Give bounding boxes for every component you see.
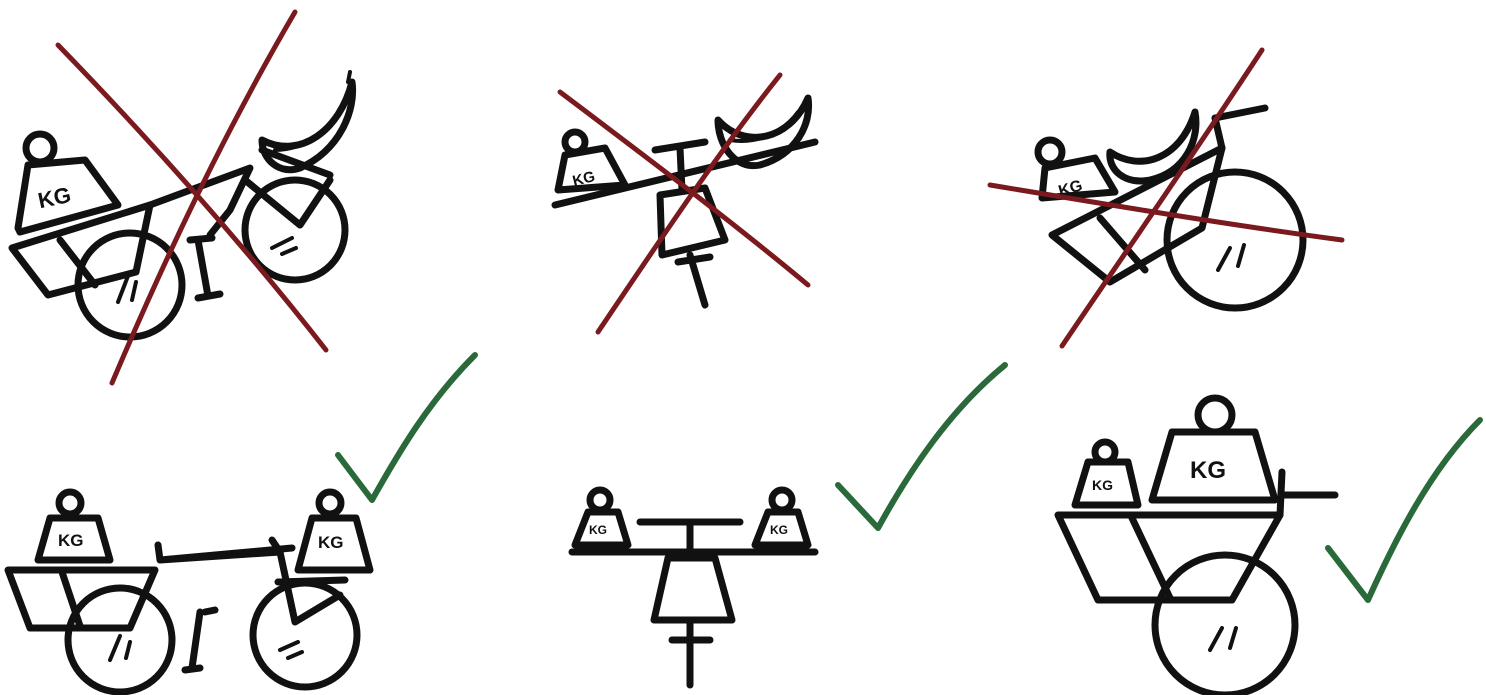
banana-icon [258, 70, 357, 174]
kettlebell-weight-icon: KG [1071, 438, 1142, 509]
check-mark-icon [335, 352, 478, 503]
cargo-bike-icon [4, 536, 361, 695]
weight-label: KG [58, 531, 84, 550]
weight-label: KG [318, 533, 344, 552]
check-mark-icon [1325, 417, 1483, 603]
kettlebell-weight-icon: KG [34, 488, 114, 564]
cross-mark-icon [557, 72, 811, 335]
weight-label: KG [589, 523, 607, 537]
panel-wrong-seesaw: KG [551, 72, 819, 335]
kettlebell-weight-icon: KG [571, 486, 632, 549]
panel-wrong-bike: KG [8, 9, 357, 386]
banana-icon [714, 94, 813, 170]
weight-label: KG [1092, 477, 1113, 493]
panel-right-bike: KG KG [4, 352, 478, 695]
weight-label: KG [571, 168, 597, 190]
cargo-bike-icon [1048, 104, 1307, 312]
kettlebell-weight-icon: KG [1034, 136, 1119, 202]
cross-mark-icon [55, 9, 329, 386]
kettlebell-weight-icon: KG [554, 128, 629, 194]
banana-icon [1106, 108, 1200, 185]
seesaw-icon [551, 138, 819, 309]
weight-label: KG [1190, 457, 1226, 484]
kettlebell-weight-icon: KG [14, 130, 122, 236]
panel-right-seesaw: KG KG [568, 362, 1008, 689]
kettlebell-weight-icon: KG [751, 486, 812, 549]
weight-label: KG [1057, 177, 1085, 200]
cross-mark-icon [987, 47, 1345, 349]
panel-right-cargo: KG KG [1054, 394, 1483, 695]
panel-wrong-cargo: KG [987, 47, 1345, 349]
weight-label: KG [770, 523, 788, 537]
kettlebell-weight-icon: KG [1148, 394, 1279, 504]
cargo-bike-icon [1054, 468, 1339, 695]
check-mark-icon [835, 362, 1008, 531]
weight-label: KG [36, 182, 73, 213]
seesaw-icon [568, 518, 819, 689]
kettlebell-weight-icon: KG [294, 488, 374, 574]
